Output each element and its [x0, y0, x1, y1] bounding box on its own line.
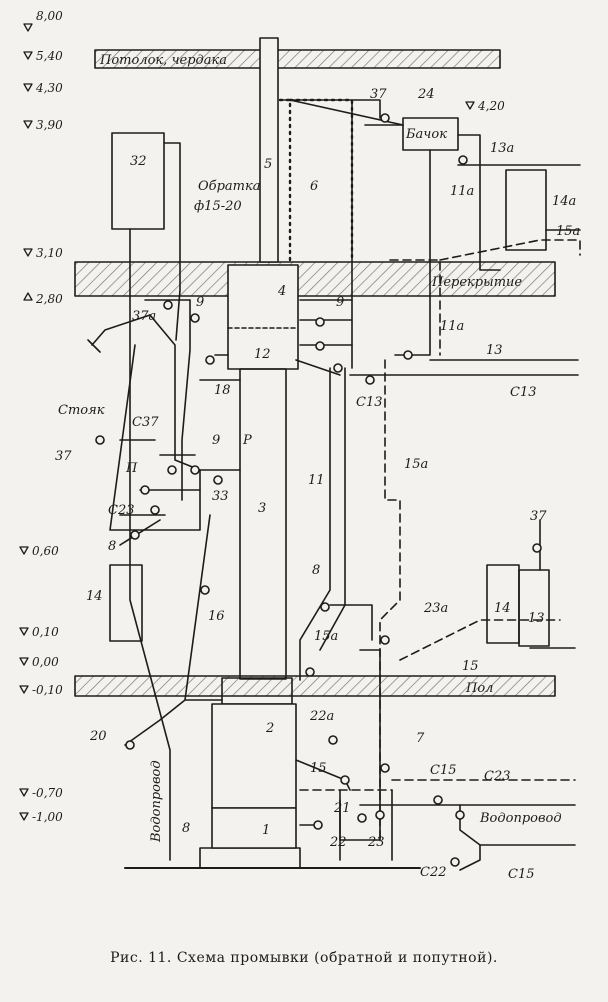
- callout-numbers-n24: 24: [417, 87, 435, 102]
- callout-numbers-n37c: 37: [55, 449, 72, 464]
- stack-pipe-5: [259, 37, 279, 263]
- callout-numbers-n14b: 14: [494, 601, 511, 616]
- callout-numbers-n12: 12: [254, 347, 271, 362]
- riser-label: Стояк: [58, 403, 105, 418]
- callout-numbers-n37a: 37: [370, 87, 387, 102]
- callouts: 32 5 6 4 3 2 1 12 24 37 13а 14а 15а 11а …: [55, 87, 580, 882]
- level-4-20: 4,20: [477, 99, 505, 113]
- ceiling-slab: [94, 49, 501, 69]
- return-line-label: Обратка: [198, 179, 261, 194]
- callout-numbers-n13a: 13а: [490, 141, 514, 156]
- callout-numbers-n23a: 23а: [423, 601, 448, 616]
- level-labels: 8,00 5,40 4,30 3,90 3,10 2,80 0,60 0,10 …: [32, 9, 505, 824]
- callout-numbers-n37b: 37а: [132, 309, 156, 324]
- radiator-14-left: [109, 564, 143, 642]
- level-3-10: 3,10: [36, 246, 63, 260]
- callout-numbers-n15b: 15а: [404, 457, 428, 472]
- callout-numbers-n33: 33: [212, 489, 229, 504]
- callout-numbers-n18: 18: [214, 383, 231, 398]
- level-markers: [19, 23, 475, 821]
- callout-numbers-n5: 5: [264, 157, 272, 172]
- callout-numbers-c15b: С15: [508, 867, 535, 882]
- water-right-label: Водопровод: [479, 811, 562, 826]
- callout-numbers-n23: 23: [367, 835, 385, 850]
- callout-numbers-n32: 32: [130, 154, 147, 169]
- callout-numbers-n3: 3: [258, 501, 266, 516]
- level-8-00: 8,00: [36, 9, 63, 23]
- callout-numbers-c22: С22: [420, 865, 447, 880]
- level-2-80: 2,80: [35, 292, 63, 306]
- callout-numbers-pp: П: [125, 461, 138, 476]
- callout-numbers-n2: 2: [265, 721, 274, 736]
- level-0-10: 0,10: [32, 625, 59, 639]
- callout-numbers-n15c: 15а: [314, 629, 338, 644]
- callout-numbers-c23b: С23: [484, 769, 511, 784]
- callout-numbers-n15e: 15: [310, 761, 327, 776]
- callout-numbers-n1: 1: [262, 823, 270, 838]
- level-minus-1-00: -1,00: [32, 810, 63, 824]
- callout-numbers-n21: 21: [333, 801, 351, 816]
- figure-caption: Рис. 11. Схема промывки (обратной и попу…: [110, 950, 498, 966]
- callout-numbers-n7: 7: [416, 731, 425, 746]
- expansion-tank-32: [111, 132, 165, 230]
- callout-numbers-c13a: С13: [356, 395, 383, 410]
- callout-numbers-n22a: 22а: [309, 709, 334, 724]
- tank-label: Бачок: [405, 127, 447, 142]
- floor-slab-label: Перекрытие: [431, 275, 522, 290]
- level-minus-0-10: -0,10: [32, 683, 63, 697]
- floor-slab-3-10: [74, 261, 556, 297]
- valves: [95, 113, 542, 867]
- callout-numbers-n9a: 9: [196, 295, 204, 310]
- callout-numbers-n9b: 9: [336, 295, 344, 310]
- return-dia-label: ф15-20: [194, 199, 242, 214]
- callout-numbers-p: Р: [242, 433, 252, 448]
- ceiling-label: Потолок, чердака: [99, 53, 227, 68]
- level-5-40: 5,40: [36, 49, 63, 63]
- callout-numbers-n8c: 8: [182, 821, 190, 836]
- callout-numbers-c37: С37: [132, 415, 159, 430]
- callout-numbers-n16: 16: [208, 609, 225, 624]
- callout-numbers-n11a2: 11а: [440, 319, 464, 334]
- radiator-13-right: [518, 569, 550, 647]
- callout-numbers-n37d: 37: [530, 509, 547, 524]
- callout-numbers-n8b: 8: [312, 563, 320, 578]
- vessel-2: [211, 703, 297, 809]
- callout-numbers-n13: 13: [486, 343, 503, 358]
- callout-numbers-n6: 6: [310, 179, 318, 194]
- level-0-00: 0,00: [32, 655, 59, 669]
- callout-numbers-n22: 22: [329, 835, 347, 850]
- callout-numbers-n11a: 11а: [450, 184, 474, 199]
- callout-numbers-n20: 20: [89, 729, 107, 744]
- radiator-14a: [505, 169, 547, 251]
- floor-label: Пол: [465, 681, 493, 696]
- callout-numbers-c13b: С13: [510, 385, 537, 400]
- floor-slab-0-00: [74, 675, 556, 697]
- callout-numbers-n14: 14: [86, 589, 103, 604]
- callout-numbers-n9c: 9: [212, 433, 220, 448]
- callout-numbers-n15d: 15: [462, 659, 479, 674]
- text-labels: Потолок, чердака Перекрытие Пол Водопров…: [58, 53, 562, 843]
- level-minus-0-70: -0,70: [32, 786, 63, 800]
- callout-numbers-n8a: 8: [108, 539, 116, 554]
- boiler-4: [227, 264, 299, 370]
- column-3: [239, 368, 287, 680]
- water-left-label: Водопровод: [149, 760, 164, 843]
- callout-numbers-n13b: 13: [528, 611, 545, 626]
- level-3-90: 3,90: [36, 118, 63, 132]
- callout-numbers-c23: С23: [108, 503, 135, 518]
- callout-numbers-n4: 4: [277, 284, 286, 299]
- vessel-1: [211, 807, 297, 849]
- level-0-60: 0,60: [32, 544, 59, 558]
- callout-numbers-n14a: 14а: [552, 194, 576, 209]
- callout-numbers-c15a: С15: [430, 763, 457, 778]
- callout-numbers-n11: 11: [308, 473, 325, 488]
- level-4-30: 4,30: [35, 81, 63, 95]
- callout-numbers-n15a: 15а: [556, 224, 580, 239]
